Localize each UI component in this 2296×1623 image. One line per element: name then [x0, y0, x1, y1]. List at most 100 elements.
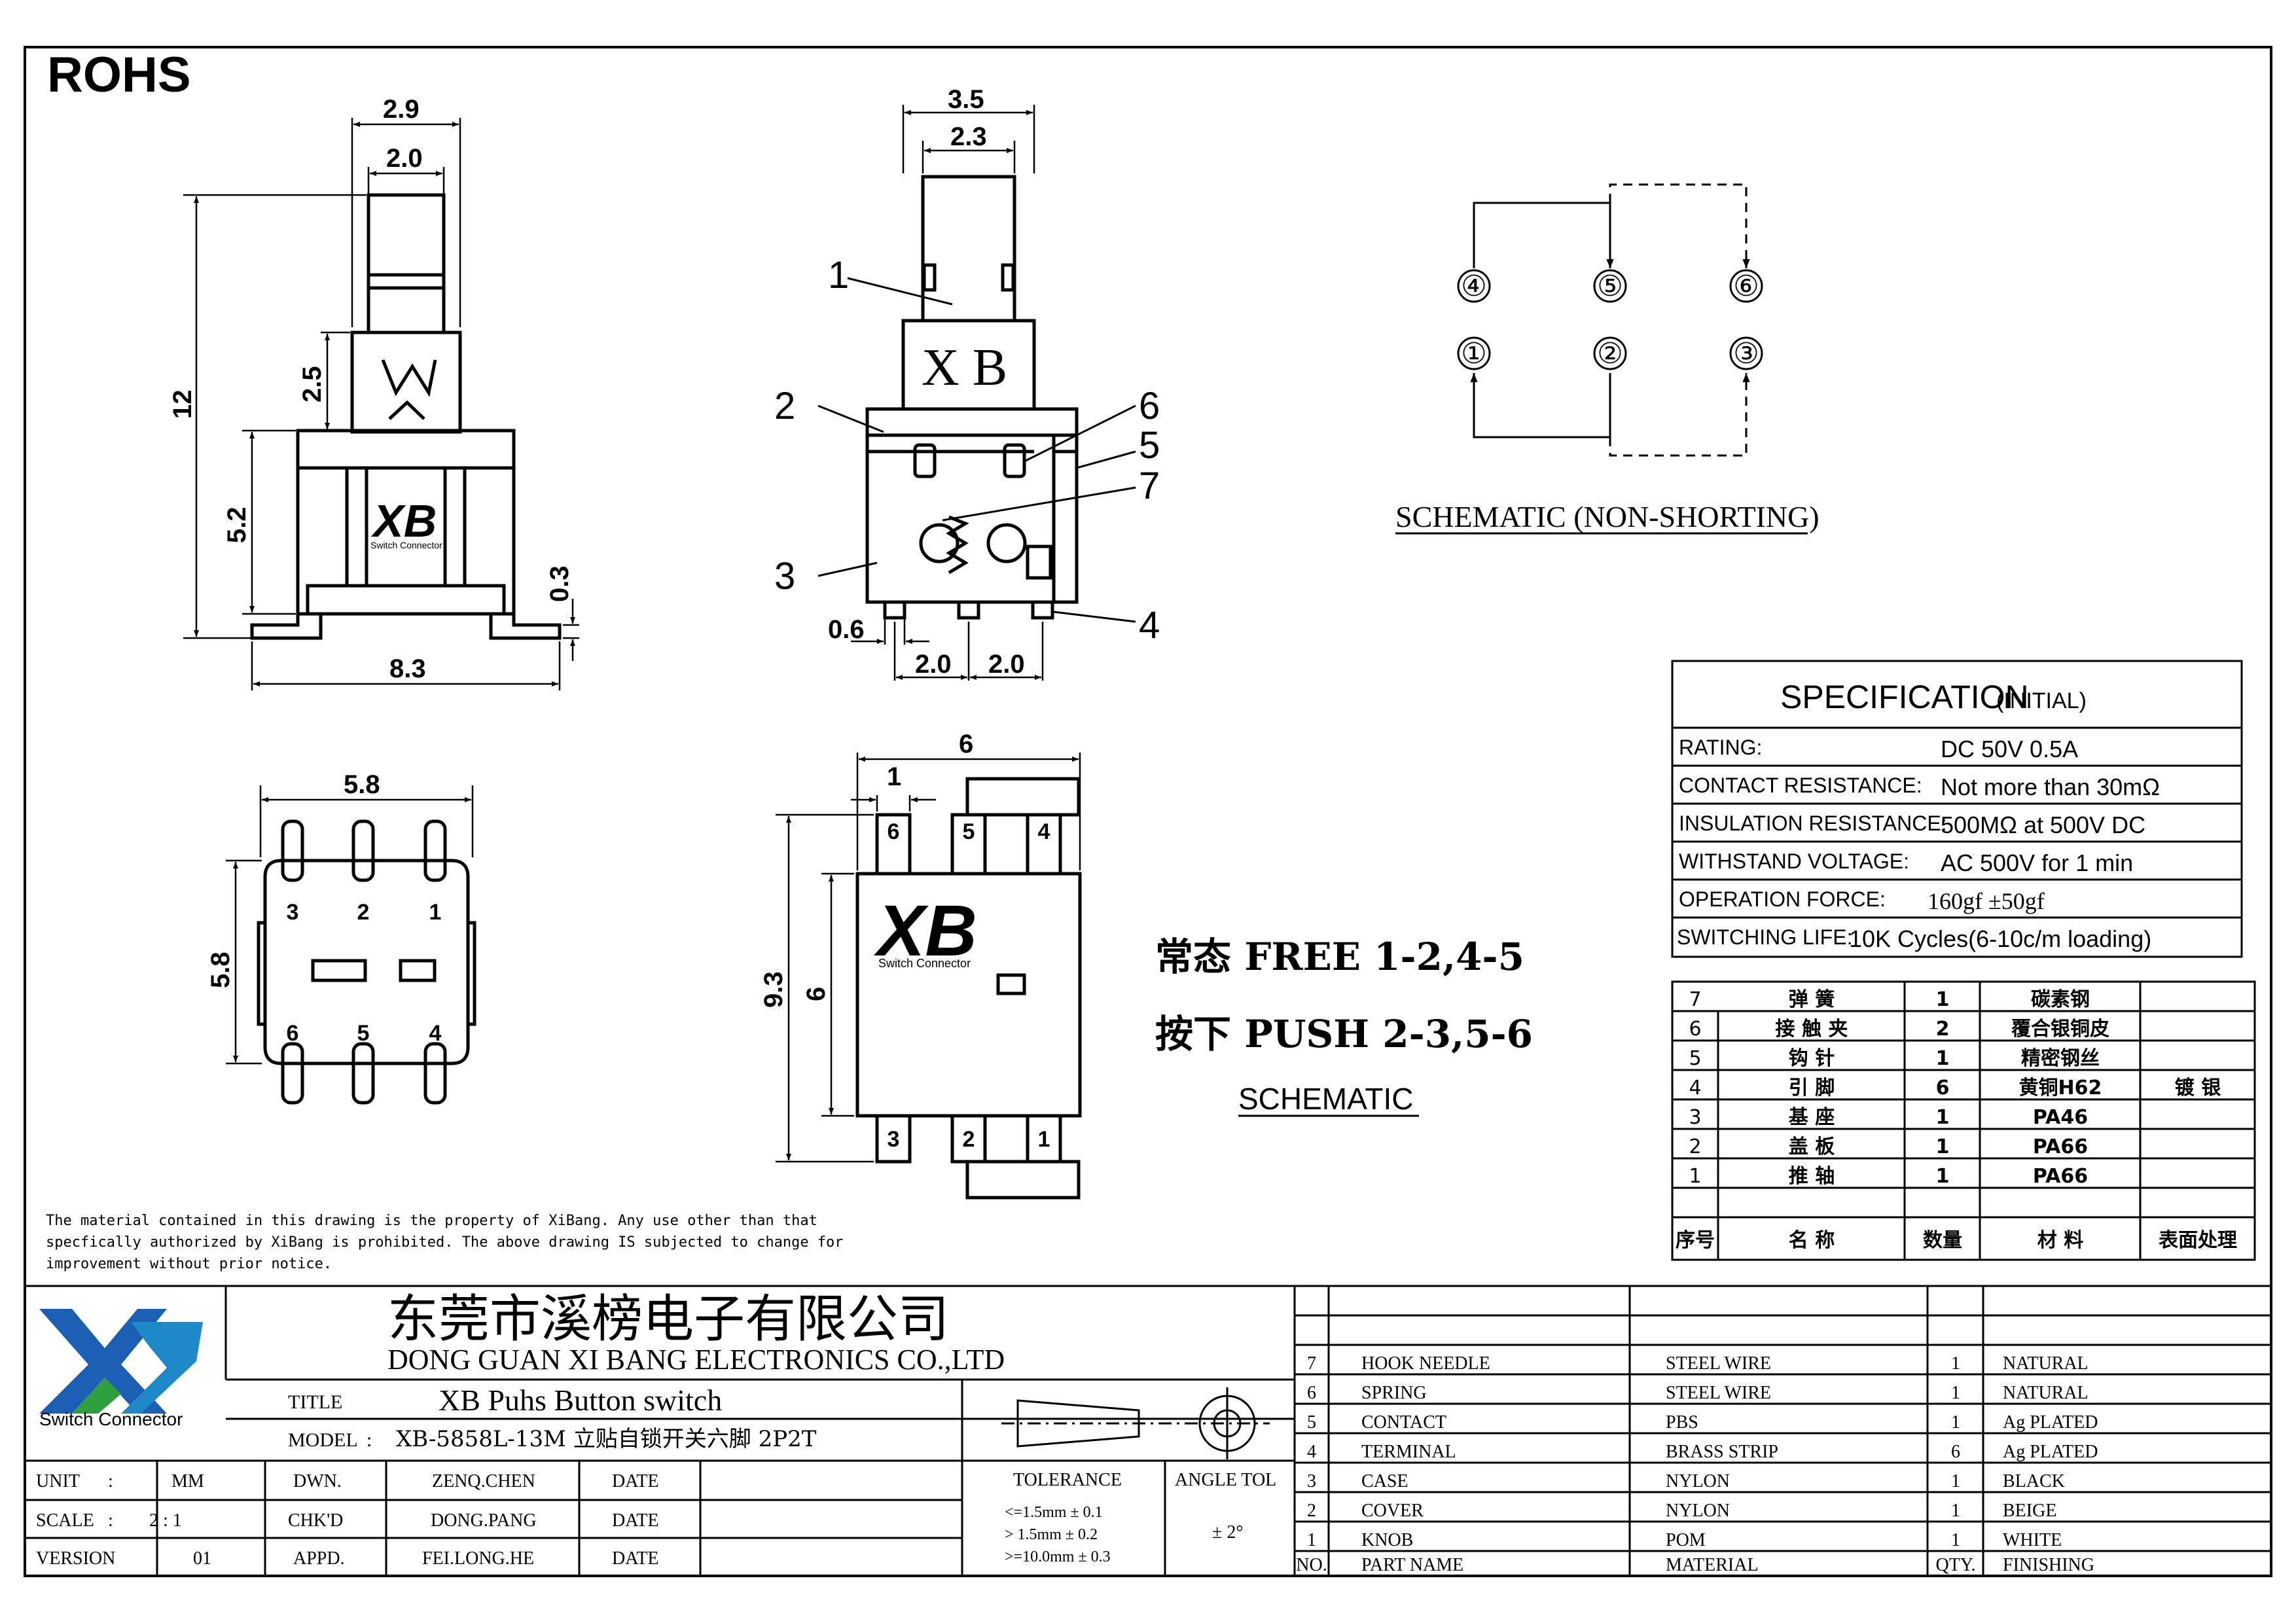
- svg-text:XB: XB: [873, 891, 977, 971]
- svg-text:⑤: ⑤: [1597, 270, 1623, 303]
- svg-text:5.2: 5.2: [223, 507, 251, 543]
- bom-cn-cell: 1: [1936, 988, 1950, 1011]
- bom-en-cell: CASE: [1361, 1471, 1408, 1491]
- svg-text:CHK'D: CHK'D: [288, 1510, 343, 1531]
- side-view: [250, 193, 562, 640]
- bom-en-header: MATERIAL: [1666, 1555, 1759, 1575]
- bom-cn-cell: 推 轴: [1789, 1165, 1835, 1188]
- svg-text:5: 5: [963, 819, 975, 844]
- schematic-title: SCHEMATIC (NON-SHORTING): [1395, 500, 1820, 533]
- svg-text:②: ②: [1597, 337, 1623, 370]
- svg-text:DC 50V 0.5A: DC 50V 0.5A: [1941, 736, 2078, 762]
- company-logo: Switch Connector: [39, 1309, 203, 1429]
- svg-text:FEI.LONG.HE: FEI.LONG.HE: [422, 1548, 534, 1569]
- bom-cn-cell: 精密钢丝: [2021, 1047, 2100, 1070]
- bom-en-cell: NATURAL: [2003, 1353, 2089, 1374]
- svg-text:specfically authorized by XiBa: specfically authorized by XiBang is proh…: [46, 1234, 844, 1251]
- svg-text:2: 2: [963, 1127, 975, 1152]
- svg-text:12: 12: [168, 390, 197, 419]
- bom-en-cell: STEEL WIRE: [1666, 1353, 1771, 1374]
- svg-text:DATE: DATE: [612, 1471, 659, 1491]
- bom-cn-cell: 5: [1689, 1047, 1701, 1070]
- svg-text:SWITCHING LIFE:: SWITCHING LIFE:: [1677, 925, 1852, 949]
- svg-text:5: 5: [357, 1021, 370, 1046]
- front-view-dimensions: [851, 105, 1044, 681]
- bom-cn-cell: PA66: [2033, 1165, 2088, 1188]
- svg-text:0.6: 0.6: [828, 615, 865, 644]
- svg-text:9.3: 9.3: [759, 971, 788, 1008]
- bom-cn-cell: 接 触 夹: [1776, 1018, 1848, 1041]
- svg-text:2.5: 2.5: [298, 366, 327, 402]
- company-name-en: DONG GUAN XI BANG ELECTRONICS CO.,LTD: [387, 1344, 1005, 1376]
- svg-text:01: 01: [193, 1548, 211, 1569]
- bottom-view-dimensions: [226, 785, 474, 1065]
- callout-5: 5: [1139, 424, 1160, 467]
- bom-en-cell: 1: [1951, 1353, 1960, 1374]
- bom-en-cell: COVER: [1361, 1501, 1424, 1521]
- bom-en-cell: 7: [1307, 1353, 1316, 1374]
- svg-text:UNIT: UNIT: [36, 1471, 80, 1491]
- bom-en-cell: TERMINAL: [1361, 1442, 1456, 1462]
- svg-text:④: ④: [1461, 270, 1486, 303]
- bom-cn-table: [1671, 980, 2256, 1261]
- svg-text:OPERATION FORCE:: OPERATION FORCE:: [1679, 887, 1886, 911]
- rohs-mark: ROHS: [47, 47, 191, 103]
- bom-en-cell: 1: [1951, 1530, 1960, 1550]
- svg-text:RATING:: RATING:: [1679, 736, 1762, 759]
- bom-en-cell: NYLON: [1666, 1501, 1730, 1521]
- contact-schematic: [1457, 183, 1763, 457]
- svg-text:1: 1: [429, 900, 442, 925]
- bom-en-cell: 1: [1951, 1471, 1960, 1491]
- svg-text:5.8: 5.8: [206, 952, 235, 988]
- svg-text:DWN.: DWN.: [293, 1471, 342, 1491]
- front-view-dim-labels: 3.5 2.3 0.6 2.0 2.0: [828, 85, 1025, 679]
- bom-en-header: QTY.: [1936, 1555, 1976, 1575]
- bom-cn-cell: 6: [1689, 1018, 1701, 1041]
- bom-cn-cell: 1: [1936, 1135, 1950, 1158]
- bom-cn-cell: 黄铜H62: [2019, 1077, 2102, 1099]
- bom-en-cell: 1: [1951, 1383, 1960, 1403]
- svg-text:2.0: 2.0: [915, 650, 952, 679]
- svg-text:⑥: ⑥: [1733, 270, 1759, 303]
- bom-en-header: FINISHING: [2003, 1555, 2094, 1575]
- spec-table: [1671, 660, 2243, 958]
- svg-text:3: 3: [888, 1127, 900, 1152]
- svg-text:1: 1: [1038, 1127, 1050, 1152]
- property-notice: The material contained in this drawing i…: [46, 1213, 844, 1272]
- svg-text:VERSION: VERSION: [36, 1548, 115, 1569]
- svg-text:①: ①: [1461, 337, 1486, 370]
- svg-text:2: 2: [357, 900, 370, 925]
- svg-text:500MΩ at 500V DC: 500MΩ at 500V DC: [1941, 812, 2145, 838]
- svg-text:2.9: 2.9: [383, 95, 420, 124]
- sheet-border: [24, 46, 2272, 1577]
- svg-text::: :: [108, 1510, 113, 1531]
- svg-text:INSULATION RESISTANCE:: INSULATION RESISTANCE:: [1679, 812, 1947, 835]
- bom-cn-header: 表面处理: [2159, 1229, 2237, 1252]
- bom-en-cell: 1: [1307, 1530, 1316, 1550]
- svg-text:6: 6: [287, 1021, 299, 1046]
- spec-title: SPECIFICATION: [1780, 679, 2029, 715]
- svg-text:2.3: 2.3: [950, 122, 987, 151]
- bom-en-cell: POM: [1666, 1530, 1706, 1550]
- top-view-pins: 6 5 4 3 2 1: [888, 819, 1050, 1152]
- svg-text:TOLERANCE: TOLERANCE: [1013, 1470, 1122, 1490]
- callout-2: 2: [774, 385, 795, 427]
- bom-cn-header: 名 称: [1789, 1229, 1835, 1252]
- bom-en-cell: 1: [1951, 1501, 1960, 1521]
- bom-en-cell: Ag PLATED: [2003, 1412, 2098, 1433]
- svg-text:Switch Connector: Switch Connector: [370, 540, 442, 550]
- company-names: 东莞市溪榜电子有限公司 DONG GUAN XI BANG ELECTRONIC…: [387, 1290, 1005, 1376]
- svg-text:DONG.PANG: DONG.PANG: [431, 1510, 537, 1531]
- bom-en-cell: CONTACT: [1361, 1412, 1446, 1433]
- bom-cn-cell: 覆合银铜皮: [2011, 1018, 2109, 1041]
- svg-text:4: 4: [1038, 819, 1050, 844]
- svg-text:improvement without prior noti: improvement without prior notice.: [46, 1256, 332, 1272]
- svg-text:<=1.5mm ± 0.1: <=1.5mm ± 0.1: [1005, 1504, 1103, 1521]
- callout-4: 4: [1139, 604, 1160, 647]
- bom-en-cell: 4: [1307, 1442, 1316, 1462]
- bom-cn-cell: PA46: [2033, 1106, 2088, 1129]
- side-view-dimensions: [183, 118, 579, 690]
- svg-text:3.5: 3.5: [948, 85, 984, 114]
- bom-en-cell: Ag PLATED: [2003, 1442, 2098, 1462]
